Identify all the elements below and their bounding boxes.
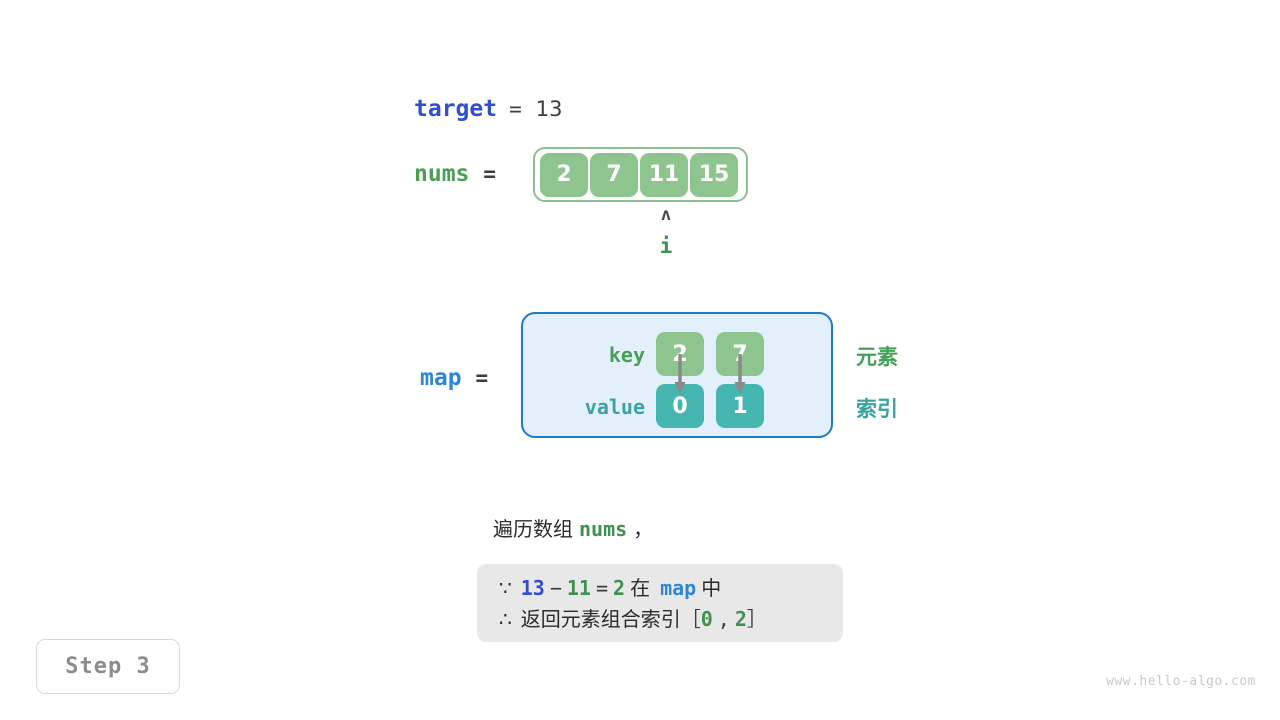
map-key-row-label: key [608,343,645,367]
array-cell: 11 [640,152,688,197]
result-index-second: 2 [734,607,747,631]
therefore-symbol: ∴ [499,607,512,631]
nums-declaration: nums = [414,158,496,190]
caret-up-icon: ʌ [660,205,672,225]
index-pointer-group: ʌ i [643,206,689,261]
caption-suffix: ， [633,517,654,541]
target-declaration: target = 13 [414,93,562,125]
explain-inside-word: 中 [701,576,722,600]
hash-map-container: key value 2 7 0 1 [521,312,833,438]
nums-equals-sign: = [483,162,497,186]
nums-array-container: 2 7 11 15 [533,147,748,202]
legend-index-label: 索引 [856,397,898,421]
target-value: 13 [535,97,563,121]
explain-return-text: 返回元素组合索引 [520,607,681,631]
explain-current-element: 11 [566,576,591,600]
caption-code-nums: nums [579,517,628,541]
explanation-line-2: ∴ 返回元素组合索引［0,2］ [499,604,821,635]
map-value-cell: 0 [656,384,704,428]
step-badge: Step 3 [36,639,180,694]
nums-variable-name: nums [414,161,470,187]
map-variable-name: map [420,365,462,391]
explain-equals-sign: = [595,576,609,600]
map-key-cell: 2 [656,332,704,376]
map-value-cell: 1 [716,384,764,428]
array-cell: 15 [690,152,738,197]
result-index-first: 0 [700,607,713,631]
map-equals-sign: = [475,366,489,390]
explain-in-word: 在 [630,576,651,600]
target-equals-sign: = [509,97,522,121]
explain-minus-sign: − [549,576,562,600]
result-comma: , [717,607,730,631]
map-key-cell: 7 [716,332,764,376]
pointer-label-i: i [659,234,673,258]
map-value-row-label: value [584,395,645,419]
bracket-open: ［ [680,607,701,631]
target-variable-name: target [414,96,498,122]
array-cell: 7 [590,152,638,197]
caption-prefix: 遍历数组 [493,517,573,541]
map-declaration: map = [420,362,488,394]
watermark: www.hello-algo.com [1106,674,1256,689]
array-cell: 2 [540,152,588,197]
bracket-close: ］ [746,607,767,631]
explain-complement-value: 2 [613,576,626,600]
explain-map-keyword: map [660,576,697,600]
explain-target-value: 13 [520,576,545,600]
legend-element-label: 元素 [856,345,898,369]
because-symbol: ∵ [499,576,512,600]
